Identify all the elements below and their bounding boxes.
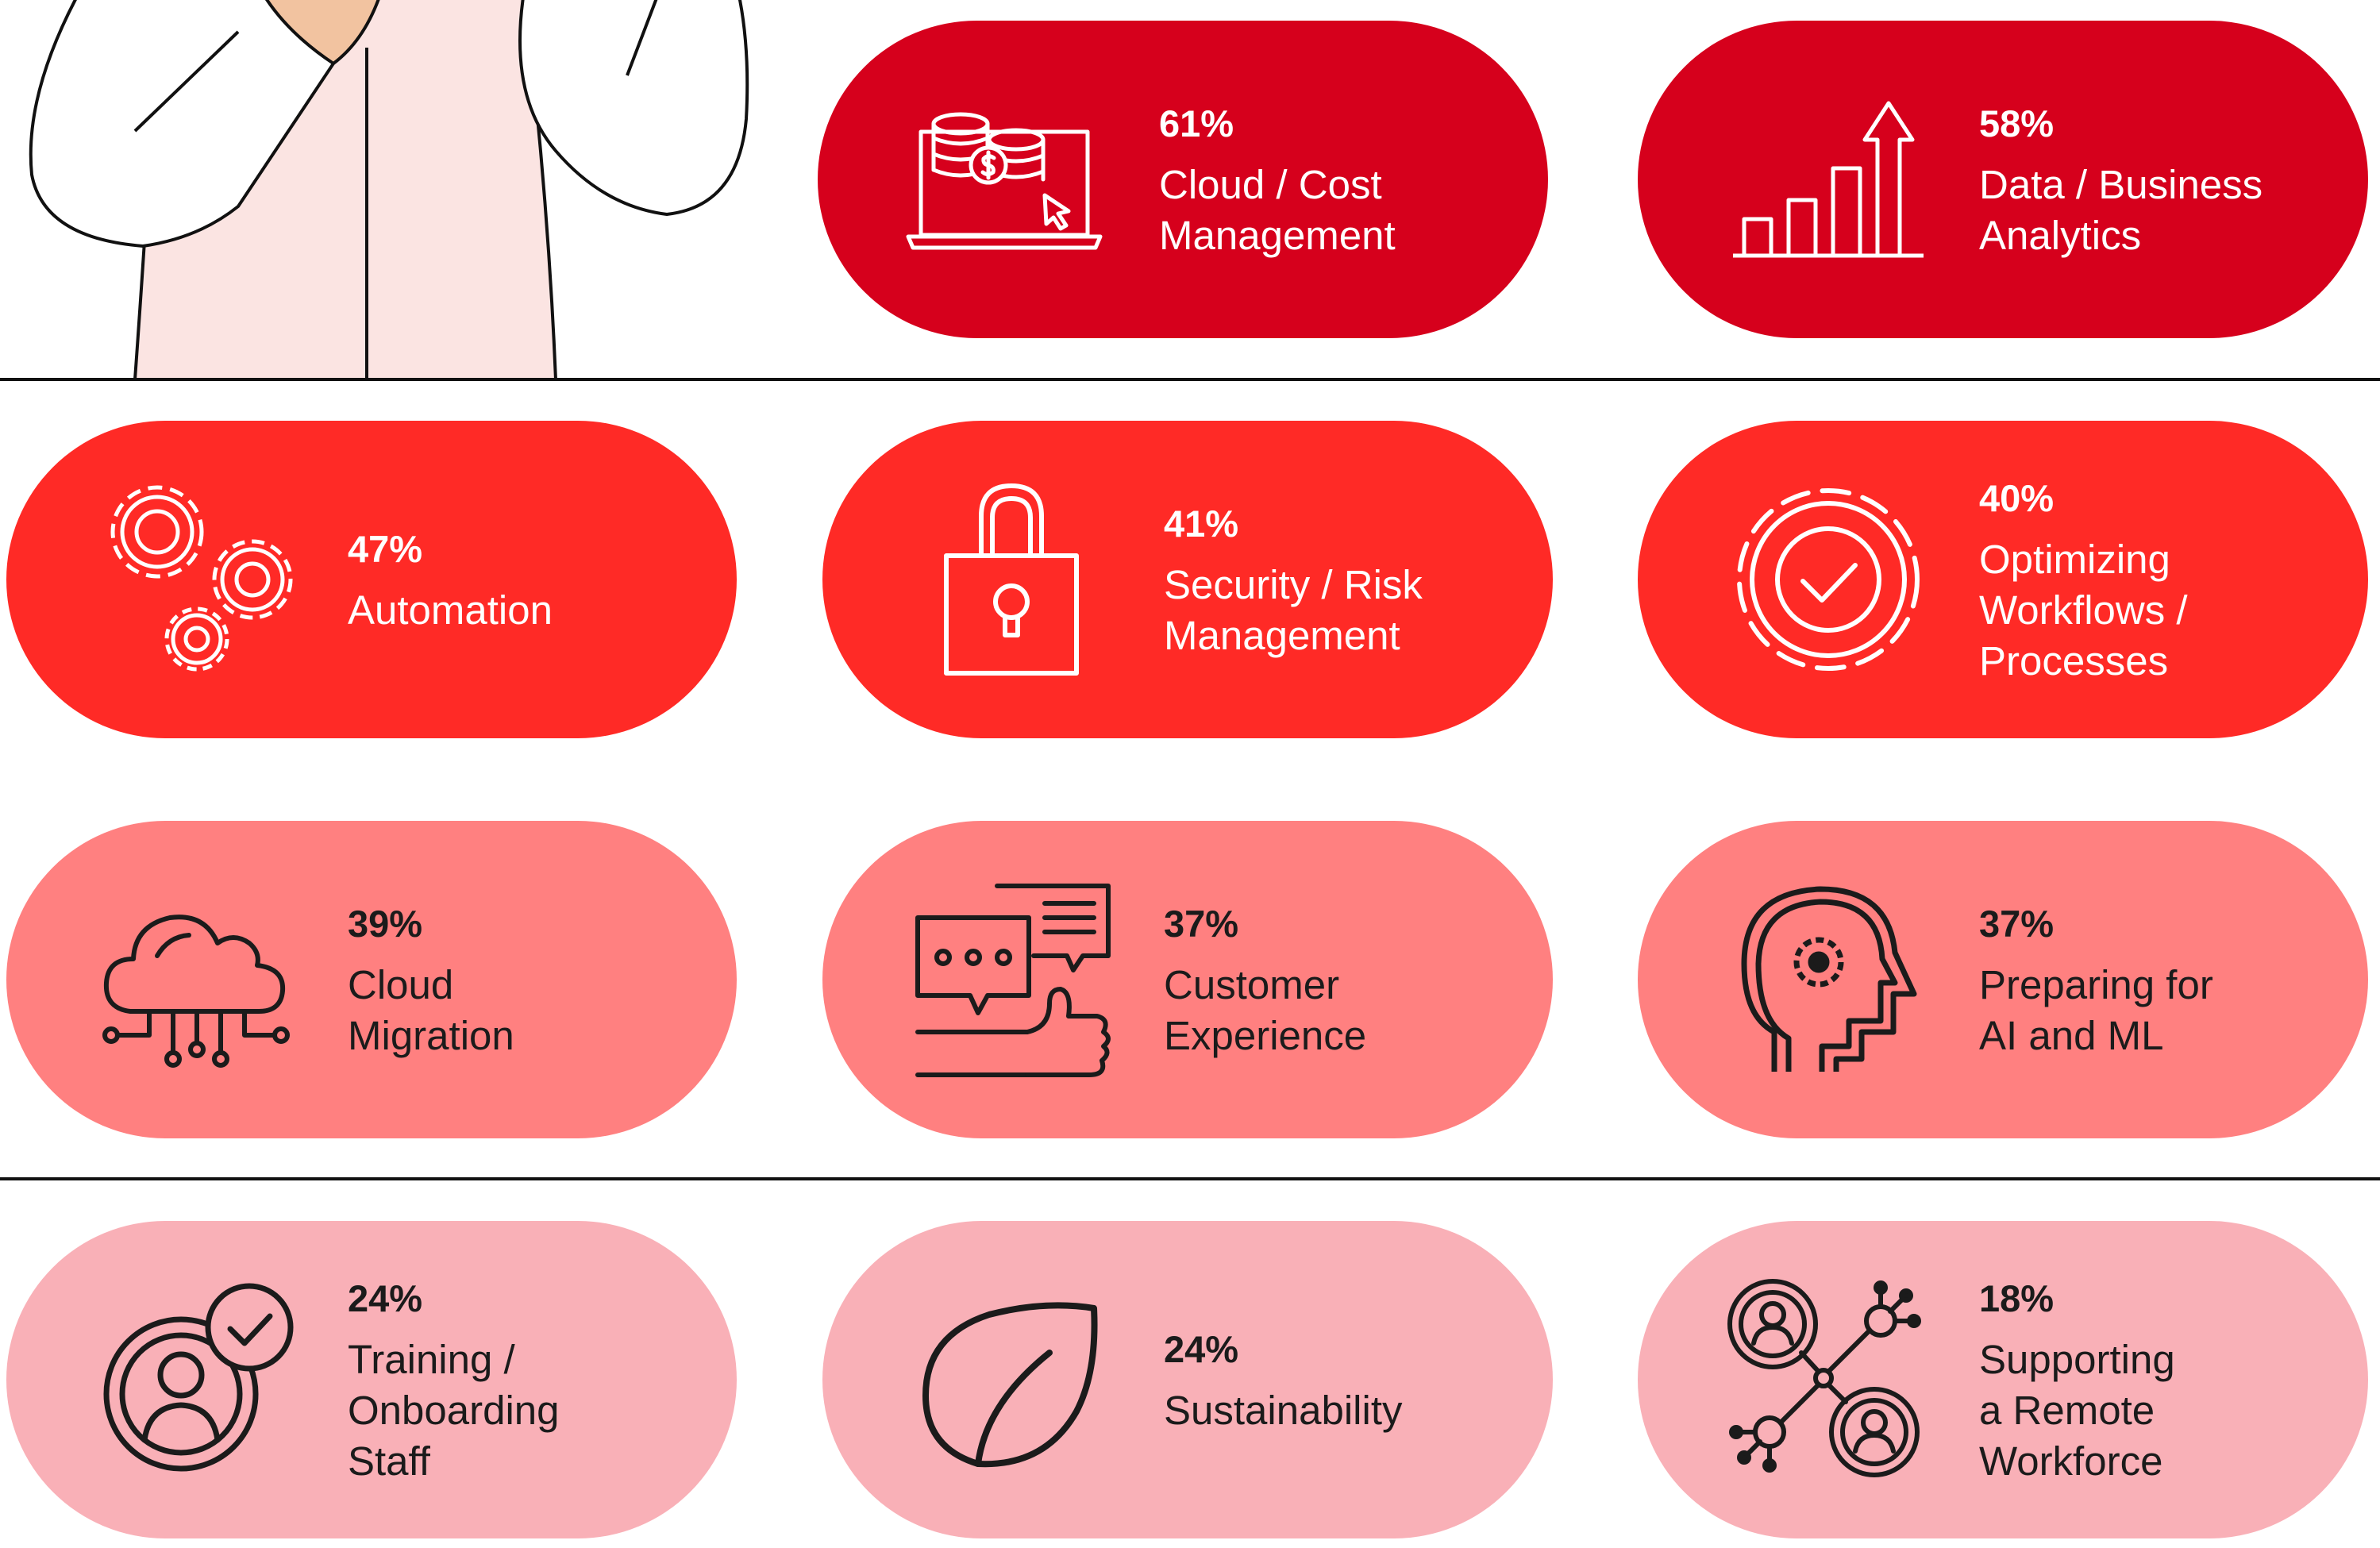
percentage: 18%: [1979, 1277, 2055, 1319]
leaf-icon: [910, 1277, 1116, 1483]
priority-cloud-cost: 61% Cloud / Cost Management: [818, 21, 1548, 338]
priority-ai-ml: 37% Preparing for AI and ML: [1638, 821, 2368, 1138]
section-divider: [0, 1177, 2380, 1180]
person-thinking-illustration: [0, 0, 762, 381]
priority-remote: 18% Supporting a Remote Workforce: [1638, 1221, 2368, 1538]
priority-label: Automation: [348, 587, 553, 633]
priority-training: 24% Training / Onboarding Staff: [6, 1221, 737, 1538]
priority-automation: 47% Automation: [6, 421, 737, 738]
percentage: 24%: [1164, 1328, 1239, 1370]
padlock-icon: [910, 476, 1116, 683]
priority-customer-experience: 37% Customer Experience: [822, 821, 1553, 1138]
priority-label: Training / Onboarding Staff: [348, 1337, 560, 1484]
bar-chart-growth-icon: [1725, 76, 1931, 283]
user-checkmark-icon: [94, 1277, 300, 1483]
head-gear-icon: [1725, 876, 1931, 1083]
cloud-network-icon: [94, 876, 300, 1083]
priority-label: Sustainability: [1164, 1388, 1403, 1433]
remote-network-icon: [1725, 1277, 1931, 1483]
percentage: 61%: [1159, 102, 1234, 144]
priority-sustainability: 24% Sustainability: [822, 1221, 1553, 1538]
laptop-coins-icon: [905, 76, 1111, 283]
priority-label: Cloud Migration: [348, 962, 514, 1058]
priority-label: Supporting a Remote Workforce: [1979, 1337, 2175, 1484]
priority-label: Optimizing Workflows / Processes: [1979, 537, 2188, 684]
priority-cloud-migration: 39% Cloud Migration: [6, 821, 737, 1138]
gears-icon: [94, 476, 300, 683]
percentage: 39%: [348, 903, 423, 945]
priority-security: 41% Security / Risk Management: [822, 421, 1553, 738]
priority-label: Customer Experience: [1164, 962, 1367, 1058]
priority-label: Data / Business Analytics: [1979, 162, 2263, 258]
percentage: 24%: [348, 1277, 423, 1319]
priority-workflows: 40% Optimizing Workflows / Processes: [1638, 421, 2368, 738]
section-divider: [0, 378, 2380, 381]
percentage: 58%: [1979, 102, 2055, 144]
chat-thumbs-up-icon: [910, 876, 1116, 1083]
percentage: 37%: [1164, 903, 1239, 945]
priority-label: Preparing for AI and ML: [1979, 962, 2213, 1058]
gear-checkmark-icon: [1725, 476, 1931, 683]
percentage: 37%: [1979, 903, 2055, 945]
percentage: 40%: [1979, 477, 2055, 519]
priority-label: Security / Risk Management: [1164, 562, 1423, 658]
priority-label: Cloud / Cost Management: [1159, 162, 1396, 258]
percentage: 47%: [348, 528, 423, 570]
percentage: 41%: [1164, 503, 1239, 545]
priority-data-analytics: 58% Data / Business Analytics: [1638, 21, 2368, 338]
